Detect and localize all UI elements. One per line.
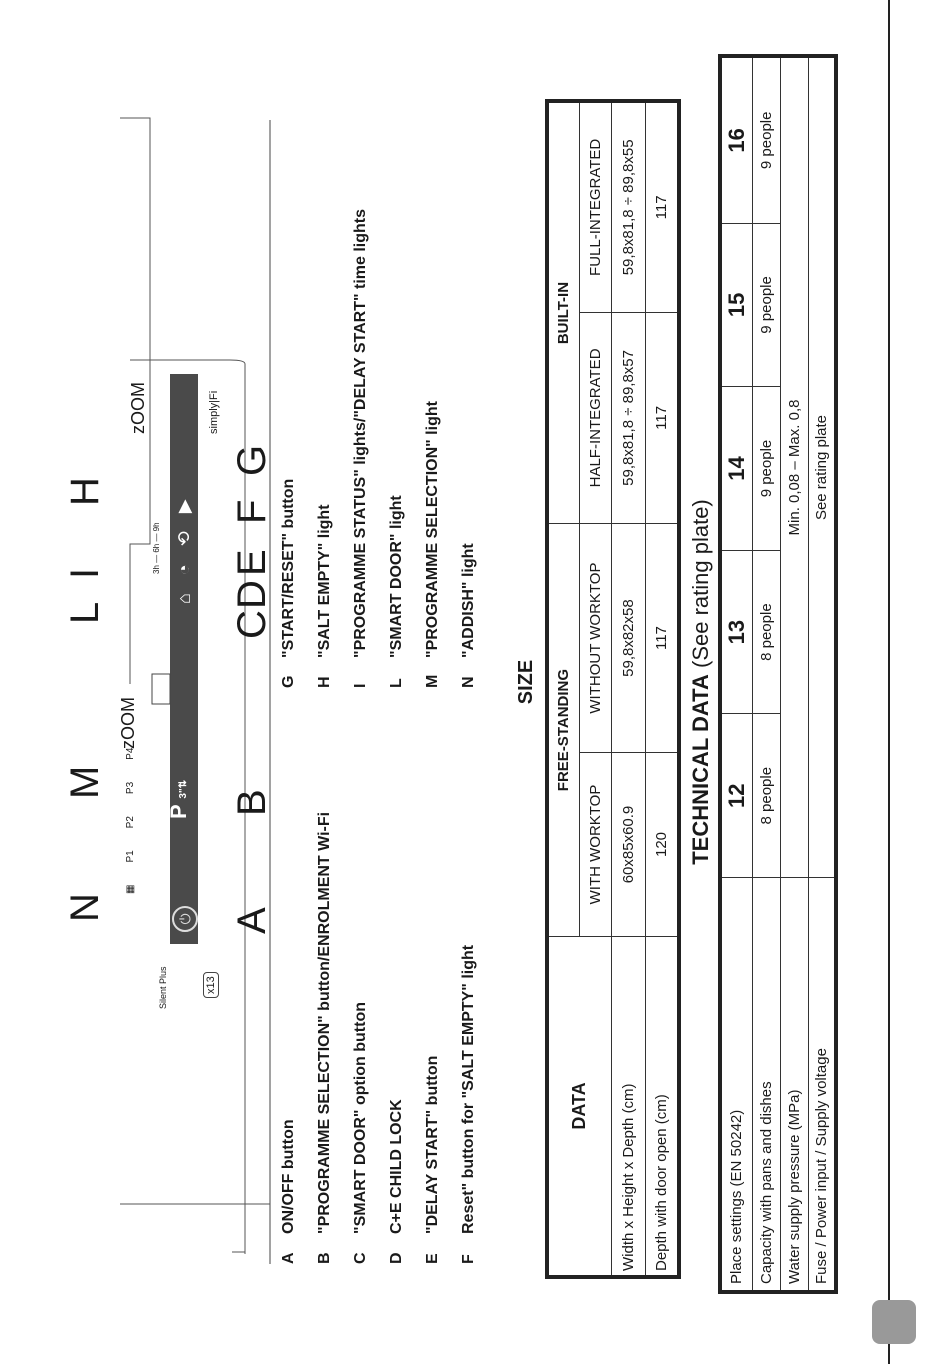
callout-c: C bbox=[230, 610, 274, 639]
legend-item-b: B"PROGRAMME SELECTION" button/ENROLMENT … bbox=[316, 811, 333, 1264]
panel-brand: Silent Plus bbox=[158, 966, 168, 1009]
delay-start-icon[interactable]: ◔ bbox=[174, 564, 194, 576]
cell: 60x85x60.9 bbox=[611, 752, 645, 937]
addish-icon: ▦ bbox=[125, 884, 136, 894]
cell: 117 bbox=[645, 523, 679, 753]
program-light-p4: P4 bbox=[125, 747, 136, 760]
control-panel-diagram bbox=[120, 117, 271, 1264]
reset-salt-icon[interactable]: ⟲ bbox=[174, 531, 194, 547]
data-header: DATA bbox=[547, 936, 611, 1277]
row-label: Capacity with pans and dishes bbox=[752, 877, 780, 1292]
program-light-p2: P2 bbox=[125, 816, 136, 829]
cell: 59,8x82x58 bbox=[611, 523, 645, 753]
legend-item-a: AON/OFF button bbox=[280, 1119, 297, 1264]
technical-table: Place settings (EN 50242) 12 13 14 15 16… bbox=[718, 54, 838, 1294]
table-row: Place settings (EN 50242) 12 13 14 15 16 bbox=[720, 56, 752, 1292]
callout-g: G bbox=[230, 444, 274, 476]
cell: 59,8x81,8 ÷ 89,8x55 bbox=[611, 101, 645, 313]
size-heading: SIZE bbox=[515, 659, 537, 705]
merged-cell: See rating plate bbox=[808, 56, 836, 878]
cell: 117 bbox=[645, 101, 679, 313]
callout-i: I bbox=[63, 567, 107, 579]
callout-d: D bbox=[230, 580, 274, 609]
technical-heading: TECHNICAL DATA (See rating plate) bbox=[688, 0, 714, 1364]
start-reset-icon[interactable]: ▶ bbox=[174, 499, 194, 514]
right-panel-buttons: ⌂ ◔ ⟲ ▶ bbox=[170, 499, 198, 604]
row-label: Place settings (EN 50242) bbox=[720, 877, 752, 1292]
legend-item-d: DC+E CHILD LOCK bbox=[388, 1099, 405, 1264]
col-15: 15 bbox=[720, 223, 752, 387]
sub-without-worktop: WITHOUT WORKTOP bbox=[579, 523, 611, 753]
row-label: Width x Height x Depth (cm) bbox=[611, 936, 645, 1277]
callout-a: A bbox=[230, 907, 274, 934]
callout-e: E bbox=[230, 549, 274, 576]
program-light-p1: P1 bbox=[125, 850, 136, 863]
merged-cell: Min. 0,08 – Max. 0,8 bbox=[780, 56, 808, 878]
col-16: 16 bbox=[720, 56, 752, 224]
table-row: Capacity with pans and dishes 8 people 8… bbox=[752, 56, 780, 1292]
cell: 9 people bbox=[752, 56, 780, 224]
table-row: Depth with door open (cm) 120 117 117 11… bbox=[645, 101, 679, 1277]
cell: 9 people bbox=[752, 386, 780, 551]
p-display: P bbox=[166, 804, 191, 819]
p-sub: 3"⇅ bbox=[178, 779, 189, 799]
zoom-logo-left: zOOM bbox=[118, 697, 138, 749]
table-row: Width x Height x Depth (cm) 60x85x60.9 5… bbox=[611, 101, 645, 1277]
legend-item-h: H"SALT EMPTY" light bbox=[316, 504, 333, 688]
callout-h: H bbox=[63, 477, 107, 506]
program-lights: ▦ P1 P2 P3 P4 bbox=[125, 748, 136, 894]
power-icon[interactable]: ⏻ bbox=[172, 906, 198, 932]
callout-m: M bbox=[63, 765, 107, 799]
cell: 8 people bbox=[752, 713, 780, 878]
legend-item-f: FReset" button for "SALT EMPTY" light bbox=[460, 944, 477, 1264]
program-light-p3: P3 bbox=[125, 781, 136, 795]
simply-fi-logo: simply|Fi bbox=[208, 390, 220, 434]
cell: 120 bbox=[645, 752, 679, 937]
technical-heading-note: (See rating plate) bbox=[688, 499, 713, 668]
callout-f: F bbox=[230, 499, 274, 524]
time-labels: 3h — 6h — 9h bbox=[152, 522, 161, 574]
group-free-standing: FREE-STANDING bbox=[547, 523, 579, 937]
cell: 8 people bbox=[752, 550, 780, 714]
table-row: Fuse / Power input / Supply voltage See … bbox=[808, 56, 836, 1292]
sub-full-integrated: FULL-INTEGRATED bbox=[579, 101, 611, 313]
cell: 59,8x81,8 ÷ 89,8x57 bbox=[611, 312, 645, 524]
zoom-logo-right: zOOM bbox=[128, 382, 148, 434]
legend-item-i: I"PROGRAMME STATUS" lights/"DELAY START"… bbox=[352, 208, 369, 688]
callout-n: N bbox=[63, 893, 107, 922]
row-label: Depth with door open (cm) bbox=[645, 936, 679, 1277]
legend-item-e: E"DELAY START" button bbox=[424, 1055, 441, 1264]
smart-door-icon[interactable]: ⌂ bbox=[174, 593, 194, 604]
cell: 9 people bbox=[752, 223, 780, 387]
technical-heading-bold: TECHNICAL DATA bbox=[688, 674, 713, 865]
legend-item-n: N"ADDISH" light bbox=[460, 543, 477, 688]
legend-right: G"START/RESET" button H"SALT EMPTY" ligh… bbox=[280, 209, 496, 688]
legend-left: AON/OFF button B"PROGRAMME SELECTION" bu… bbox=[280, 812, 496, 1264]
footer-line bbox=[888, 0, 890, 1364]
cell: 117 bbox=[645, 312, 679, 524]
sub-half-integrated: HALF-INTEGRATED bbox=[579, 312, 611, 524]
callout-l: L bbox=[63, 601, 107, 624]
size-table: DATA FREE-STANDING BUILT-IN WITH WORKTOP… bbox=[545, 99, 681, 1279]
col-14: 14 bbox=[720, 386, 752, 551]
row-label: Water supply pressure (MPa) bbox=[780, 877, 808, 1292]
legend-item-m: M"PROGRAMME SELECTION" light bbox=[424, 401, 441, 688]
legend-item-g: G"START/RESET" button bbox=[280, 478, 297, 688]
program-selector-button[interactable]: P 3"⇅ bbox=[166, 780, 192, 819]
row-label: Fuse / Power input / Supply voltage bbox=[808, 877, 836, 1292]
page-number-tab bbox=[872, 1300, 916, 1344]
callout-b: B bbox=[230, 789, 274, 816]
table-row: Water supply pressure (MPa) Min. 0,08 – … bbox=[780, 56, 808, 1292]
legend-item-c: C"SMART DOOR" option button bbox=[352, 1001, 369, 1264]
sub-with-worktop: WITH WORKTOP bbox=[579, 752, 611, 937]
col-12: 12 bbox=[720, 713, 752, 878]
col-13: 13 bbox=[720, 550, 752, 714]
group-built-in: BUILT-IN bbox=[547, 101, 579, 524]
legend-item-l: L"SMART DOOR" light bbox=[388, 495, 405, 688]
capacity-badge: x13 bbox=[203, 972, 219, 998]
